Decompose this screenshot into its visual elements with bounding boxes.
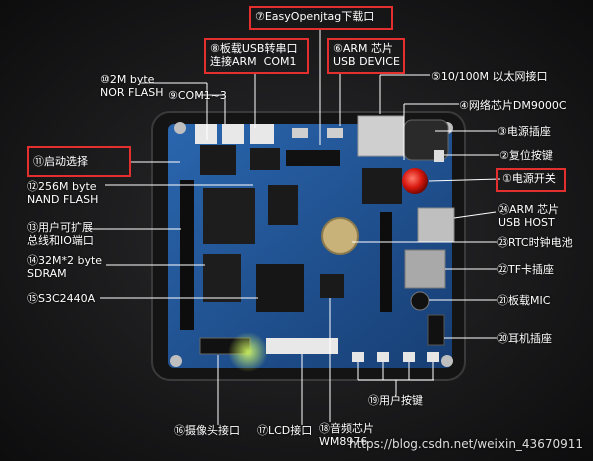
- label-audio-chip: ⑱音频芯片 WM8976: [319, 422, 374, 448]
- user-key: [377, 352, 389, 362]
- sdram-chip-2: [203, 254, 241, 302]
- label-camera: ⑯摄像头接口: [174, 424, 240, 437]
- label-lcd: ⑰LCD接口: [257, 424, 313, 437]
- expansion-header-left: [180, 180, 194, 330]
- lcd-connector: [266, 338, 338, 354]
- label-s3c2440a: ⑮S3C2440A: [27, 292, 96, 305]
- label-com: ⑨COM1~3: [168, 89, 227, 102]
- uart-chip: [250, 148, 280, 170]
- label-power-switch: ①电源开关: [496, 168, 566, 192]
- label-arm-usb-device: ⑥ARM 芯片 USB DEVICE: [327, 38, 405, 74]
- label-tf-slot: ㉒TF卡插座: [497, 263, 555, 276]
- mic: [410, 291, 430, 311]
- label-ethernet: ⑤10/100M 以太网接口: [431, 70, 548, 83]
- dm9000c-chip: [362, 168, 402, 204]
- label-nand-flash: ⑫256M byte NAND FLASH: [27, 180, 99, 206]
- label-board-usb-serial: ⑧板载USB转串口 连接ARM COM1: [204, 38, 309, 74]
- label-expand-bus: ⑬用户可扩展 总线和IO端口: [27, 221, 94, 247]
- label-boot-select: ⑪启动选择: [27, 146, 131, 177]
- label-reset-button: ②复位按键: [499, 149, 553, 162]
- com-connector: [195, 124, 217, 144]
- sdram-chip: [268, 185, 298, 225]
- label-easy-openjtag: ⑦EasyOpenjtag下载口: [249, 6, 393, 30]
- label-earphone: ⑳耳机插座: [497, 332, 552, 345]
- leader-lines: [90, 28, 501, 425]
- rtc-battery: [321, 217, 359, 255]
- label-rtc-battery: ㉓RTC时钟电池: [497, 236, 573, 249]
- earphone-jack: [427, 314, 445, 346]
- jtag-header: [286, 150, 340, 166]
- user-key: [352, 352, 364, 362]
- user-key: [427, 352, 439, 362]
- nor-flash-chip: [200, 145, 236, 175]
- user-key: [403, 352, 415, 362]
- audio-chip: [320, 274, 344, 298]
- label-sdram: ⑭32M*2 byte SDRAM: [27, 254, 103, 280]
- expansion-header-right: [380, 212, 392, 312]
- usb-mini-port: [327, 128, 343, 138]
- label-mic: ㉑板载MIC: [497, 294, 551, 307]
- label-dm9000c: ④网络芯片DM9000C: [459, 99, 567, 112]
- ethernet-port: [357, 115, 405, 157]
- screw-icon: [174, 122, 186, 134]
- nand-flash-chip: [203, 188, 255, 244]
- label-user-keys: ⑲用户按键: [368, 394, 423, 407]
- power-switch: [402, 168, 428, 194]
- screw-icon: [441, 355, 453, 367]
- com-connector: [250, 124, 274, 144]
- watermark: https://blog.csdn.net/weixin_43670911: [348, 437, 583, 451]
- s3c2440a-chip: [256, 264, 304, 312]
- screw-icon: [170, 355, 182, 367]
- reset-button: [434, 150, 444, 162]
- tf-card-slot: [404, 249, 446, 289]
- com-connector: [222, 124, 244, 144]
- label-power-socket: ③电源插座: [497, 125, 551, 138]
- usb-host-port: [417, 207, 455, 243]
- glow-reflection: [228, 332, 268, 372]
- usb-mini-port: [292, 128, 308, 138]
- label-nor-flash: ⑩2M byte NOR FLASH: [100, 73, 164, 99]
- label-arm-usb-host: ㉔ARM 芯片 USB HOST: [498, 203, 560, 229]
